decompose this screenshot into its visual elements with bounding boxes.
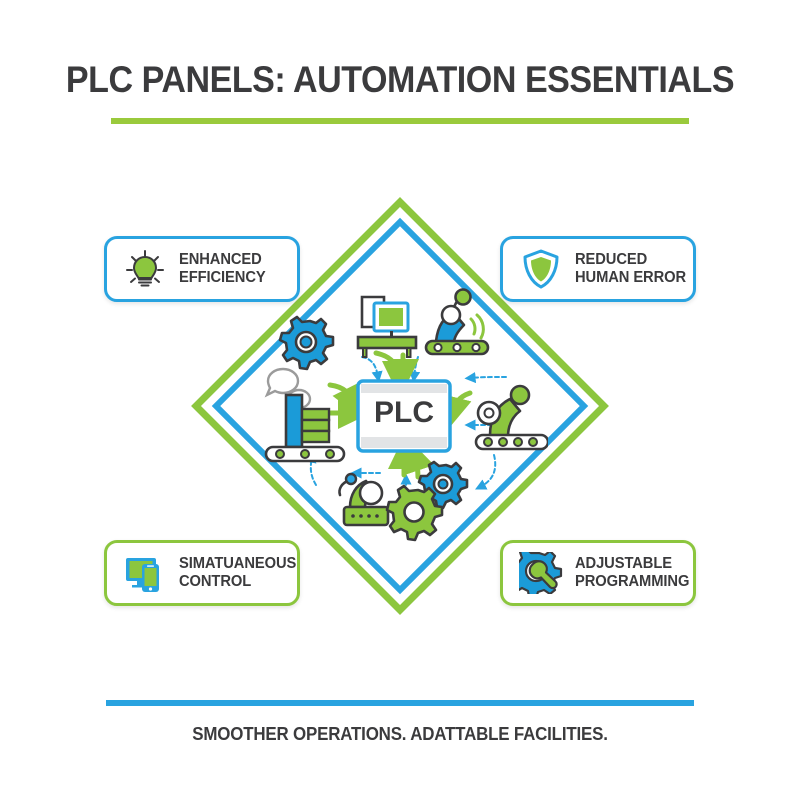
diamond-inner-blue <box>211 217 589 595</box>
badge-adjustable-programming[interactable]: ADJUSTABLE PROGRAMMING <box>500 540 696 606</box>
diamond-frame <box>190 196 610 616</box>
page-title: PLC PANELS: AUTOMATION ESSENTIALS <box>65 59 735 100</box>
badge-enhanced-efficiency[interactable]: ENHANCED EFFICIENCY <box>104 236 300 302</box>
conveyor-boxes-left-icon <box>264 393 346 463</box>
header: PLC PANELS: AUTOMATION ESSENTIALS <box>0 58 800 124</box>
diagram-svg: PLC <box>264 288 550 542</box>
plc-box: PLC <box>356 379 452 453</box>
badge-label: REDUCED HUMAN ERROR <box>575 251 687 286</box>
robot-arm-bottom-left-icon <box>338 472 390 527</box>
title-underline-rule <box>111 118 689 124</box>
gear-wrench-icon <box>519 551 563 595</box>
badge-label: ADJUSTABLE PROGRAMMING <box>575 555 690 590</box>
badge-reduced-human-error[interactable]: REDUCED HUMAN ERROR <box>500 236 696 302</box>
diamond-frame-svg <box>191 197 609 615</box>
gears-bottom-icon <box>385 460 469 542</box>
diamond-outer-green <box>191 197 609 615</box>
robot-arm-top-right-icon <box>424 288 490 356</box>
footer-rule <box>106 700 694 706</box>
badge-simultaneous-control[interactable]: SIMATUANEOUS CONTROL <box>104 540 300 606</box>
lightbulb-icon <box>123 247 167 291</box>
workstation-monitor-icon <box>356 295 418 358</box>
plc-label: PLC <box>374 396 434 429</box>
footer: SMOOTHER OPERATIONS. ADATTABLE FACILITIE… <box>0 700 800 745</box>
footer-tagline: SMOOTHER OPERATIONS. ADATTABLE FACILITIE… <box>192 724 608 744</box>
badge-label: SIMATUANEOUS CONTROL <box>179 555 297 590</box>
gear-top-left-icon <box>278 315 335 371</box>
central-automation-diagram: PLC <box>258 285 550 545</box>
green-flow-arrows <box>327 350 473 480</box>
robot-arm-right-icon <box>474 384 550 451</box>
badge-label: ENHANCED EFFICIENCY <box>179 251 266 286</box>
shield-icon <box>519 247 563 291</box>
devices-icon <box>123 551 167 595</box>
